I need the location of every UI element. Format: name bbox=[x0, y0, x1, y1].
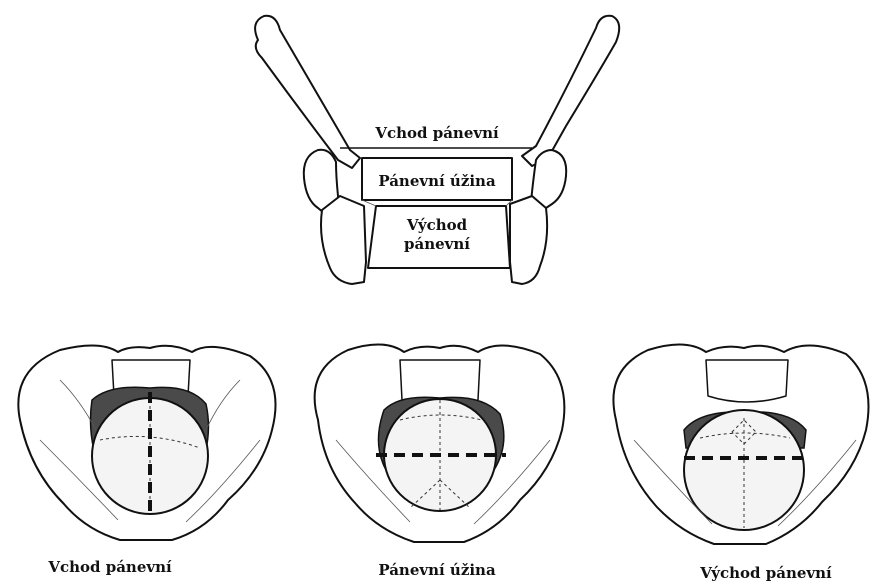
label-inlet: Vchod pánevní bbox=[374, 124, 499, 142]
caption-outlet: Východ pánevní bbox=[699, 564, 832, 582]
right-iliac-wing bbox=[522, 16, 619, 166]
sacrum bbox=[706, 360, 788, 402]
panel-narrow bbox=[315, 344, 565, 542]
left-iliac-wing bbox=[255, 16, 360, 168]
right-ischium bbox=[510, 196, 547, 284]
panel-outlet bbox=[613, 344, 868, 544]
label-outlet-line1: Východ bbox=[406, 216, 468, 234]
left-ischium bbox=[321, 196, 366, 284]
label-narrow: Pánevní úžina bbox=[378, 172, 496, 190]
fetal-head bbox=[684, 410, 804, 530]
caption-inlet: Vchod pánevní bbox=[47, 558, 172, 576]
panel-inlet bbox=[18, 345, 275, 540]
caption-narrow: Pánevní úžina bbox=[378, 561, 496, 579]
label-outlet-line2: pánevní bbox=[404, 235, 470, 253]
